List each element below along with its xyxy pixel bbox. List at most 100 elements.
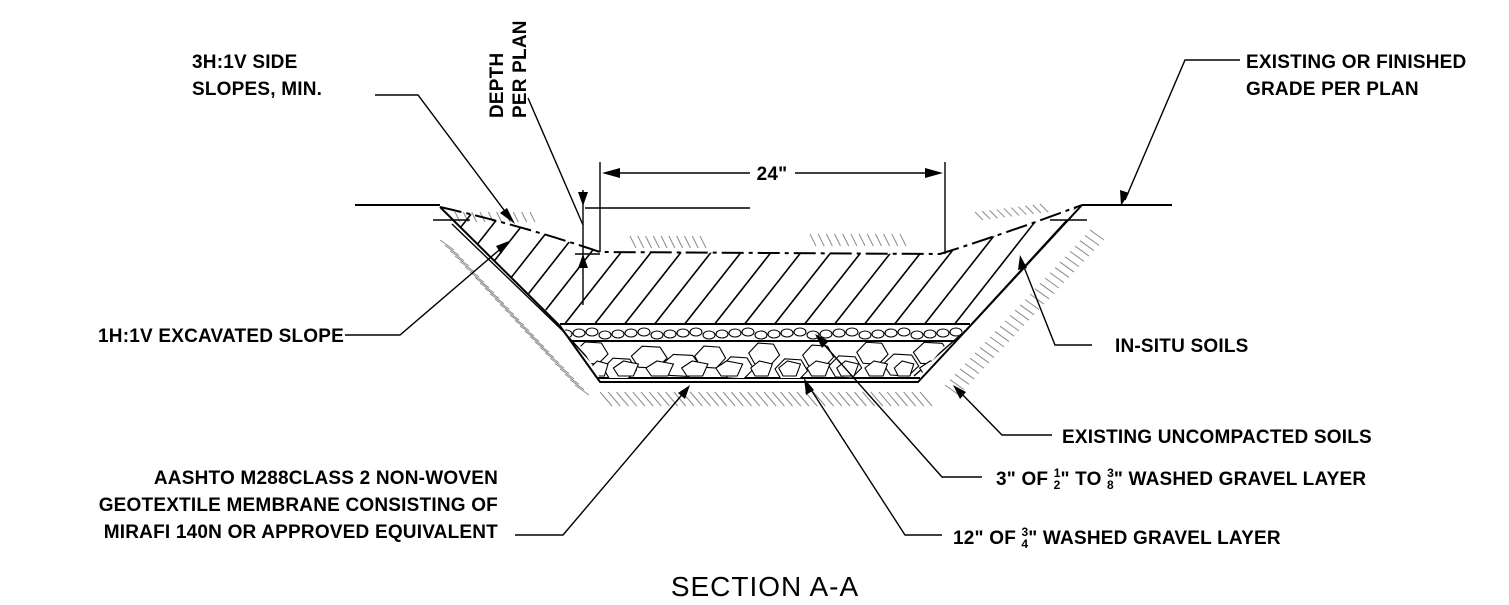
soil-mark: [730, 391, 744, 407]
soil-mark: [829, 391, 843, 407]
soil-mark: [989, 336, 1005, 348]
soil-mark: [439, 239, 455, 251]
soil-mark: [1039, 283, 1055, 294]
soil-mark: [1009, 315, 1025, 326]
soil-mark: [676, 235, 684, 249]
soil-mark: [1032, 204, 1042, 214]
soil-mark: [862, 391, 875, 407]
hatch-line: [589, 205, 701, 324]
gravel-pebble: [637, 327, 651, 337]
soil-mark: [554, 363, 570, 374]
soil-mark: [817, 233, 825, 247]
gravel-pebble: [793, 327, 807, 337]
gravel-pebble: [871, 329, 885, 339]
soil-mark: [496, 211, 503, 223]
soil-mark: [796, 391, 810, 407]
soil-mark: [499, 304, 515, 315]
uncompacted-label: EXISTING UNCOMPACTED SOILS: [1062, 427, 1372, 448]
soil-mark: [1044, 277, 1060, 289]
gravel-pebble: [650, 330, 664, 340]
soil-mark: [899, 233, 907, 247]
soil-mark: [974, 352, 990, 364]
soil-mark: [474, 277, 490, 288]
hatch-line: [949, 205, 1061, 324]
soil-mark: [539, 347, 555, 358]
soil-mark: [544, 352, 560, 364]
soil-mark: [1019, 304, 1035, 316]
soil-mark: [699, 235, 707, 249]
side-slopes-label-line1: 3H:1V SIDE: [192, 52, 297, 73]
gravel-stone: [778, 360, 802, 377]
soil-mark: [891, 233, 899, 247]
soil-mark: [479, 282, 495, 294]
soil-mark: [834, 233, 841, 247]
soil-mark: [444, 244, 460, 256]
soil-mark: [875, 233, 882, 247]
soil-mark: [524, 330, 540, 342]
gravel-stone: [893, 360, 915, 377]
gravel-pebble: [806, 330, 820, 340]
gravel-pebble: [780, 328, 794, 338]
soil-mark: [637, 235, 645, 249]
hatch-line: [1100, 190, 1210, 330]
width-dimension: 24": [599, 162, 946, 254]
gravel-layer-large: [578, 342, 948, 378]
gravel-stone: [943, 355, 948, 378]
soil-mark: [989, 209, 998, 219]
soil-mark: [1039, 203, 1049, 213]
gravel-stone: [750, 360, 774, 377]
soil-mark: [632, 391, 646, 407]
soil-mark: [484, 287, 500, 299]
hatch-line: [739, 205, 851, 324]
grade-label-line2: GRADE PER PLAN: [1246, 79, 1419, 100]
geotextile-label-line3: MIRAFI 140N OR APPROVED EQUIVALENT: [104, 522, 498, 543]
soil-mark: [911, 391, 925, 407]
gravel-pebble: [767, 329, 781, 339]
soil-mark: [944, 384, 960, 396]
soil-mark: [569, 379, 585, 391]
gravel-pebble: [910, 330, 924, 340]
soil-mark: [489, 293, 505, 305]
geotextile-label-line2: GEOTEXTILE MEMBRANE CONSISTING OF: [99, 495, 498, 516]
leader-arrowheads: [496, 190, 1129, 399]
soil-mark: [629, 235, 637, 249]
gravel-pebble: [949, 327, 963, 337]
soil-mark: [1014, 309, 1030, 321]
soil-mark: [1064, 256, 1080, 268]
depth-label-line1: DEPTH: [487, 53, 508, 118]
gravel-layer-small: [562, 327, 963, 340]
soil-mark: [845, 391, 859, 407]
soil-mark: [691, 235, 699, 249]
soil-mark: [648, 391, 662, 407]
excavated-slope-label: 1H:1V EXCAVATED SLOPE: [98, 326, 344, 347]
hatch-line: [1130, 190, 1240, 330]
gravel-pebble: [598, 330, 612, 340]
soil-mark: [878, 391, 892, 407]
soil-mark: [739, 391, 752, 407]
soil-mark: [673, 391, 687, 407]
hatch-line: [499, 205, 611, 324]
soil-mark: [1079, 240, 1095, 252]
soil-mark: [903, 391, 916, 407]
gravel-stone: [645, 360, 675, 377]
soil-mark: [519, 325, 535, 337]
gravel-pebble: [845, 327, 859, 337]
soil-mark: [599, 391, 613, 407]
gravel-stone: [806, 360, 831, 377]
soil-mark: [1084, 234, 1100, 246]
gravel-pebble: [923, 329, 937, 339]
soil-mark: [974, 211, 984, 221]
gravel-pebble: [624, 328, 638, 338]
soil-mark: [652, 235, 660, 249]
soil-mark: [996, 208, 1006, 218]
soil-mark: [886, 391, 900, 407]
annotations: 3H:1V SIDE SLOPES, MIN. EXISTING OR FINI…: [98, 52, 1466, 602]
soil-mark: [534, 341, 550, 353]
soil-mark: [1074, 245, 1090, 257]
gravel-stone: [612, 360, 640, 377]
soil-mark: [853, 391, 867, 407]
soil-mark: [883, 233, 891, 247]
soil-mark: [949, 379, 965, 391]
soil-mark: [994, 331, 1010, 342]
